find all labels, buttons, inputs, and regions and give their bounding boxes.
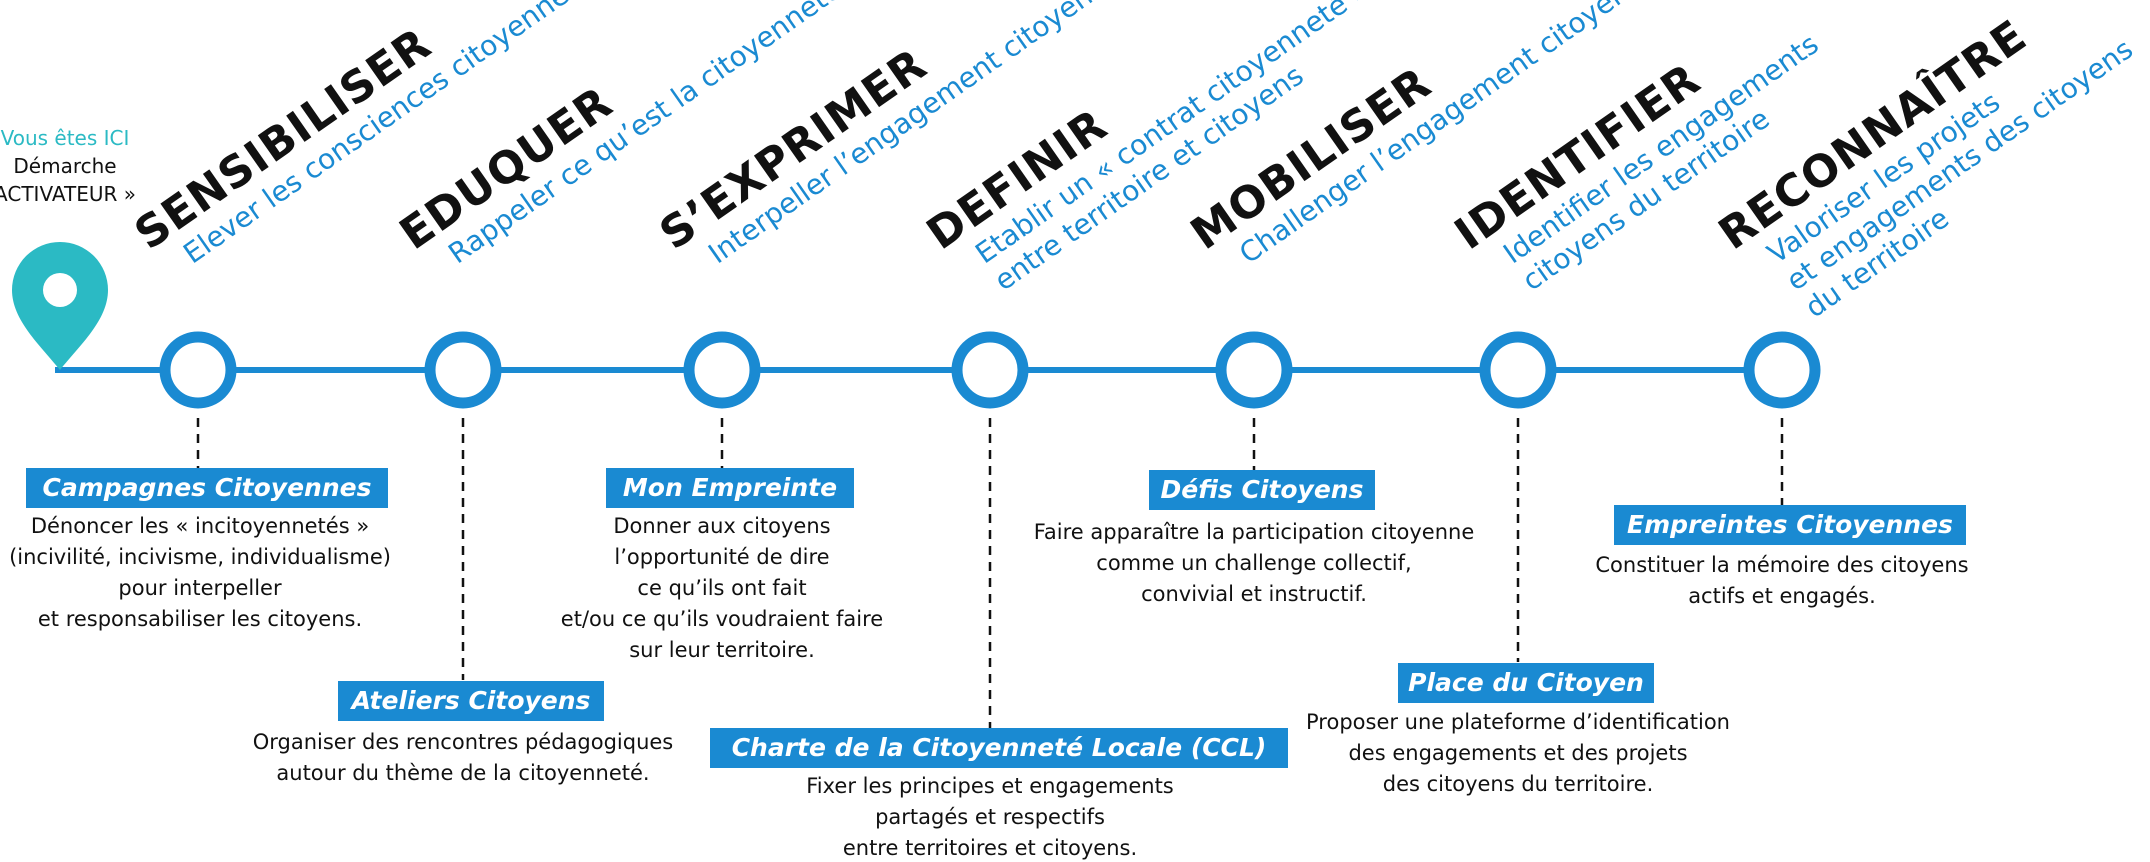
activator-line: ACTIVATEUR » [0,182,136,206]
stage-circle-identifier [1479,331,1557,409]
action-text-defis-citoyens: Faire apparaître la participation citoye… [1033,520,1475,606]
action-label-defis-citoyens: Défis Citoyens [1149,470,1375,510]
action-label-place-du-citoyen: Place du Citoyen [1398,663,1654,703]
action-text-charte-citoyennete-locale: Fixer les principes et engagements parta… [806,774,1174,860]
action-label-empreintes-citoyennes: Empreintes Citoyennes [1614,505,1966,545]
action-label-charte-citoyennete-locale: Charte de la Citoyenneté Locale (CCL) [710,728,1288,768]
stage-circle-reconnaitre [1743,331,1821,409]
location-pin-icon [12,242,108,370]
approach-line: Démarche [13,154,117,178]
connectors [196,418,1784,728]
stage-circles [159,331,1821,409]
action-label-ateliers-citoyens: Ateliers Citoyens [338,681,604,721]
you-are-here-label: Vous êtes ICI Démarche ACTIVATEUR » [0,124,160,208]
action-text-mon-empreinte: Donner aux citoyens l’opportunité de dir… [560,514,884,662]
action-label-mon-empreinte: Mon Empreinte [606,468,854,508]
stage-circle-eduquer [424,331,502,409]
stage-circle-sexprimer [683,331,761,409]
stage-circle-mobiliser [1215,331,1293,409]
action-label-campagnes-citoyennes: Campagnes Citoyennes [26,468,388,508]
action-text-place-du-citoyen: Proposer une plateforme d’identification… [1306,710,1730,796]
stage-circle-sensibiliser [159,331,237,409]
stage-circle-definir [951,331,1029,409]
action-text-campagnes-citoyennes: Dénoncer les « incitoyennetés » (incivil… [9,514,391,631]
you-are-here-line: Vous êtes ICI [0,126,130,150]
action-text-ateliers-citoyens: Organiser des rencontres pédagogiques au… [252,730,674,785]
action-text-empreintes-citoyennes: Constituer la mémoire des citoyens actif… [1595,553,1969,608]
